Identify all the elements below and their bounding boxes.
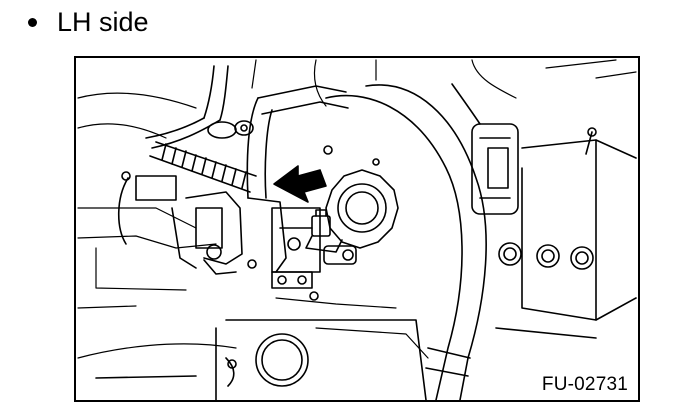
main-hose	[325, 84, 487, 400]
bolts	[247, 145, 380, 301]
reservoir	[95, 319, 427, 400]
figure-code: FU-02731	[539, 374, 630, 396]
section-heading: LH side	[28, 2, 149, 42]
intake-pipe	[246, 85, 349, 289]
corrugated-hose	[149, 141, 257, 193]
engine-illustration: FU-02731	[74, 56, 640, 402]
right-engine-block	[495, 127, 637, 339]
sensor-connector	[305, 209, 357, 265]
filler-cap	[325, 169, 399, 249]
electrical-connector	[451, 83, 519, 215]
line-drawing	[77, 59, 637, 400]
section-heading-label: LH side	[57, 6, 149, 37]
engine-background-lines	[77, 59, 637, 359]
bracket-assembly	[117, 171, 243, 275]
bullet-icon	[28, 17, 37, 27]
left-hose	[145, 65, 254, 149]
arrow-icon	[273, 165, 327, 203]
